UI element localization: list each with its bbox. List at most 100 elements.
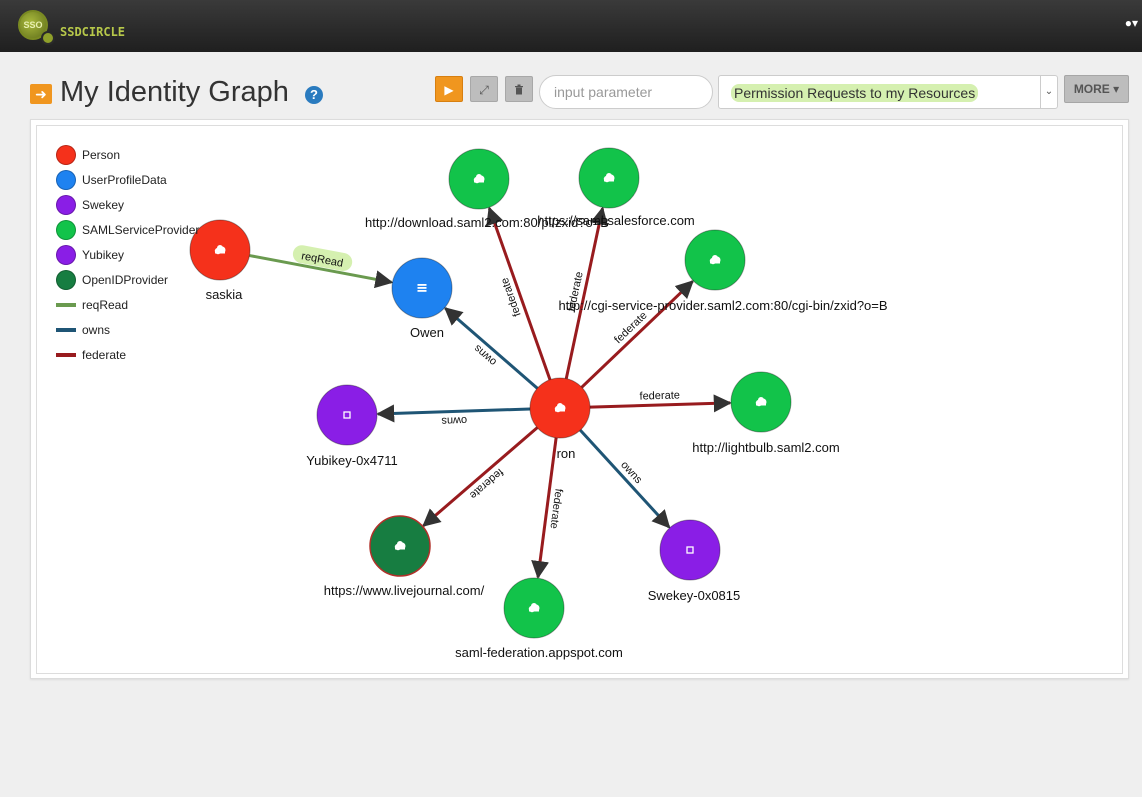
- legend-label: Swekey: [82, 198, 125, 212]
- edge-line[interactable]: [580, 280, 694, 389]
- legend-swatch: [56, 170, 76, 190]
- graph-node-yubikey[interactable]: Yubikey-0x4711: [306, 384, 398, 468]
- help-icon[interactable]: ?: [305, 86, 323, 104]
- top-navbar: SSO SSDCIRCLE ●▾: [0, 0, 1142, 52]
- node-label: Swekey-0x0815: [648, 588, 741, 603]
- cloud-icon: [473, 174, 485, 184]
- logo-badge[interactable]: SSO: [18, 10, 48, 40]
- chevron-down-icon[interactable]: ⌄: [1040, 76, 1057, 108]
- node-label: ron: [557, 446, 576, 461]
- graph-edge-owns-owen[interactable]: owns: [444, 307, 539, 390]
- clear-graph-button[interactable]: [505, 76, 533, 102]
- node-circle[interactable]: [659, 519, 721, 581]
- edge-label: federate: [639, 389, 680, 402]
- legend-label: Person: [82, 148, 121, 162]
- edge-label-group: owns: [441, 414, 468, 427]
- legend-label: OpenIDProvider: [82, 273, 169, 287]
- page-content: ➜ My Identity Graph ? ▶ ⤢ Permission Req…: [0, 52, 1142, 797]
- legend-swatch: [56, 195, 76, 215]
- node-label: https://www.livejournal.com/: [324, 583, 485, 598]
- edge-line[interactable]: [444, 307, 539, 390]
- legend-swatch: [56, 270, 76, 290]
- graph-node-ron[interactable]: ron: [529, 377, 591, 461]
- graph-node-owen[interactable]: Owen: [391, 257, 453, 340]
- graph-edge-federate-livejournal[interactable]: federate: [422, 426, 539, 527]
- graph-edge-owns-yubikey[interactable]: owns: [376, 404, 531, 427]
- input-parameter-field[interactable]: [539, 75, 713, 109]
- trash-icon: [515, 84, 523, 95]
- edge-line[interactable]: [486, 206, 552, 381]
- fit-graph-button[interactable]: ⤢: [470, 76, 498, 102]
- legend-label: UserProfileData: [82, 173, 167, 187]
- query-select[interactable]: Permission Requests to my Resources ⌄: [718, 75, 1058, 109]
- graph-edge-federate-salesforce[interactable]: federate: [564, 206, 608, 379]
- edge-label-group: federate: [639, 389, 680, 402]
- node-label: http://lightbulb.saml2.com: [692, 440, 839, 455]
- cloud-icon: [528, 603, 540, 613]
- share-icon[interactable]: ➜: [30, 84, 52, 104]
- graph-node-swekey[interactable]: Swekey-0x0815: [648, 519, 741, 603]
- legend-swatch: [56, 353, 76, 357]
- edge-line[interactable]: [579, 429, 671, 529]
- node-circle[interactable]: [316, 384, 378, 446]
- graph-node-saskia[interactable]: saskia: [189, 219, 251, 302]
- graph-node-download[interactable]: http://download.saml2.com:80/pl/zxid?o=B: [365, 148, 609, 230]
- edge-label-group: owns: [618, 459, 645, 486]
- graph-node-salesforce[interactable]: https://saml.salesforce.com: [537, 147, 695, 228]
- legend-label: owns: [82, 323, 111, 337]
- edge-line[interactable]: [589, 394, 732, 413]
- graph-node-appspot[interactable]: saml-federation.appspot.com: [455, 577, 623, 660]
- node-label: http://cgi-service-provider.saml2.com:80…: [558, 298, 887, 313]
- edge-line[interactable]: [531, 437, 558, 580]
- user-icon: ●: [1124, 16, 1132, 30]
- edge-line[interactable]: [564, 206, 608, 379]
- cloud-icon: [709, 255, 721, 265]
- edge-line[interactable]: [376, 404, 531, 423]
- legend-label: SAMLServiceProvider: [82, 223, 200, 237]
- list-icon: [417, 284, 427, 292]
- edge-line[interactable]: [422, 426, 539, 527]
- node-label: http://download.saml2.com:80/pl/zxid?o=B: [365, 215, 609, 230]
- node-label: https://saml.salesforce.com: [537, 213, 695, 228]
- graph-edge-federate-lightbulb[interactable]: federate: [589, 389, 732, 413]
- node-label: Yubikey-0x4711: [306, 453, 398, 468]
- cloud-icon: [394, 541, 406, 551]
- graph-node-cgi[interactable]: http://cgi-service-provider.saml2.com:80…: [558, 229, 888, 313]
- square-icon: [343, 411, 351, 419]
- node-label: Owen: [410, 325, 444, 340]
- legend-swatch: [56, 245, 76, 265]
- edge-line[interactable]: [249, 254, 394, 289]
- app-name[interactable]: SSDCIRCLE: [60, 25, 126, 39]
- user-menu-icon[interactable]: ●▾: [1125, 16, 1138, 30]
- graph-edge-federate-appspot[interactable]: federate: [531, 437, 565, 580]
- node-label: saml-federation.appspot.com: [455, 645, 623, 660]
- legend-swatch: [56, 328, 76, 332]
- more-button[interactable]: MORE ▾: [1064, 75, 1129, 103]
- cloud-icon: [214, 245, 226, 255]
- cloud-icon: [554, 403, 566, 413]
- cloud-icon: [603, 173, 615, 183]
- graph-node-livejournal[interactable]: https://www.livejournal.com/: [324, 515, 485, 598]
- edge-label-highlight: [292, 245, 353, 271]
- legend-label: Yubikey: [82, 248, 125, 262]
- legend-swatch: [56, 303, 76, 307]
- square-icon: [686, 546, 694, 554]
- legend-swatch: [56, 220, 76, 240]
- graph-edge-reqRead-owen[interactable]: reqRead: [249, 244, 394, 289]
- query-select-value: Permission Requests to my Resources: [731, 84, 979, 102]
- node-label: saskia: [206, 287, 244, 302]
- graph-node-lightbulb[interactable]: http://lightbulb.saml2.com: [692, 371, 840, 455]
- legend-swatch: [56, 145, 76, 165]
- edge-label: owns: [471, 342, 499, 368]
- run-query-button[interactable]: ▶: [435, 76, 463, 102]
- graph-edge-owns-swekey[interactable]: owns: [579, 429, 671, 529]
- edge-label: owns: [618, 459, 645, 486]
- edge-label: federate: [547, 488, 564, 530]
- logo-dot: [41, 31, 55, 45]
- legend-label: reqRead: [82, 298, 129, 312]
- legend-label: federate: [82, 348, 127, 362]
